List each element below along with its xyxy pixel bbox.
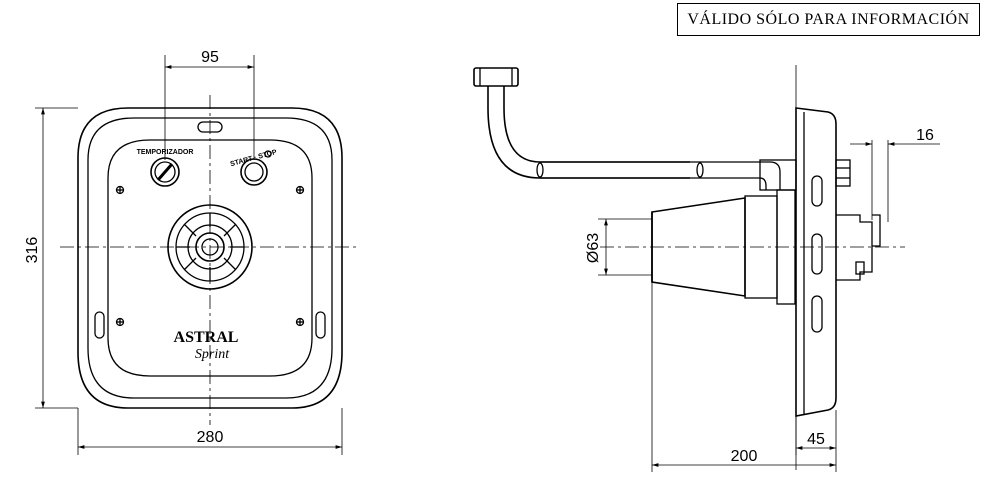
knob-side — [835, 159, 851, 187]
screw-icon — [115, 185, 125, 195]
dimension-diameter-label: Ø63 — [585, 233, 602, 263]
air-tube-inner — [503, 86, 690, 163]
front-plate-side — [795, 107, 837, 417]
left-slot — [94, 311, 105, 339]
side-slot — [811, 233, 823, 275]
side-nozzle — [836, 214, 873, 281]
right-slot — [315, 311, 326, 339]
timer-knob — [150, 157, 180, 187]
top-slot — [197, 121, 223, 133]
brand-logo-sub: Sprint — [195, 347, 230, 362]
side-slot — [811, 295, 823, 333]
brand-logo-main: ASTRAL — [174, 329, 239, 346]
front-panel-recess — [107, 139, 313, 377]
dimension-316-label: 316 — [24, 237, 41, 264]
jet-nozzle — [167, 204, 253, 290]
screw-icon — [115, 317, 125, 327]
screw-icon — [295, 317, 305, 327]
side-view — [473, 65, 940, 472]
front-view — [35, 55, 360, 455]
dimension-16-label: 16 — [916, 127, 934, 144]
dimension-45-label: 45 — [807, 431, 825, 448]
dimension-200-label: 200 — [731, 448, 758, 465]
info-stamp: VÁLIDO SÓLO PARA INFORMACIÓN — [677, 3, 980, 36]
front-plate-inner-edge — [87, 117, 333, 399]
knob-label: TEMPORIZADOR — [137, 149, 194, 156]
front-plate-outline — [77, 107, 343, 409]
dimension-280-label: 280 — [197, 429, 224, 446]
screw-icon — [295, 185, 305, 195]
side-slot — [811, 175, 823, 207]
info-stamp-text: VÁLIDO SÓLO PARA INFORMACIÓN — [687, 10, 970, 28]
air-tube-outer — [487, 86, 690, 179]
air-connector — [473, 67, 519, 87]
dimension-95-label: 95 — [201, 49, 219, 66]
